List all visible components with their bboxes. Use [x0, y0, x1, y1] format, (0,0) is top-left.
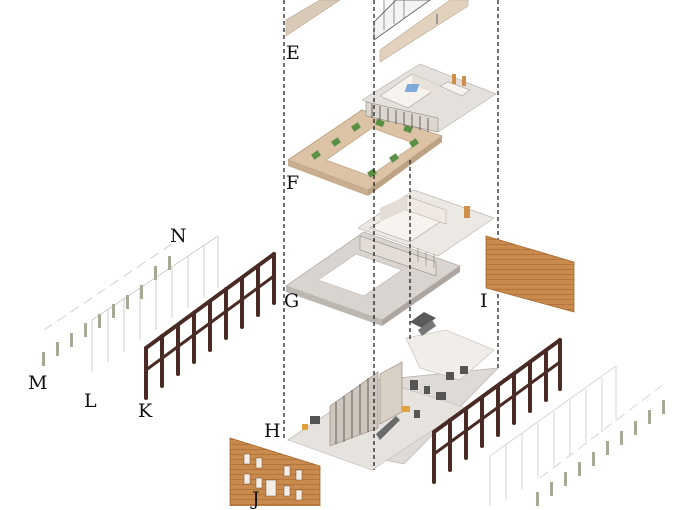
stair-element	[410, 312, 436, 336]
steel-frame-k	[144, 252, 276, 400]
label-g: G	[284, 290, 300, 312]
thin-frame-l	[91, 235, 219, 372]
label-f: F	[286, 172, 300, 194]
level-g	[285, 189, 495, 326]
label-j: J	[252, 488, 260, 510]
column-row-right	[536, 383, 665, 506]
steel-frame-right	[432, 338, 562, 484]
label-i: I	[480, 290, 488, 312]
label-k: K	[138, 400, 153, 422]
thin-frame-right	[489, 365, 617, 506]
label-e: E	[286, 42, 300, 64]
ground-level-h	[286, 312, 500, 471]
label-n: N	[170, 225, 187, 247]
alignment-dashed-lines	[283, 0, 499, 470]
machinery	[302, 366, 468, 430]
level-f	[287, 63, 497, 196]
label-h: H	[264, 420, 281, 442]
column-row-m	[42, 243, 173, 366]
brick-facade-j	[229, 437, 321, 506]
label-m: M	[28, 372, 48, 394]
label-l: L	[84, 390, 97, 412]
roof-layer-e	[285, 0, 469, 63]
brick-panel-i	[485, 235, 575, 313]
